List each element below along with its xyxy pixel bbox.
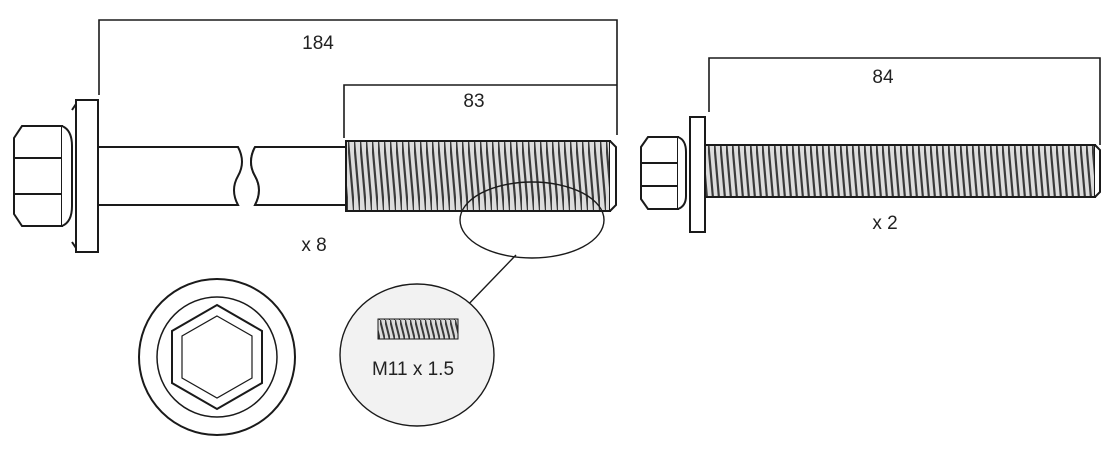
short-bolt-hex-head — [640, 136, 679, 210]
long-bolt-shank — [97, 146, 243, 206]
thread-zoom-ellipse — [459, 181, 605, 259]
short-bolt-quantity: x 2 — [872, 213, 897, 234]
long-bolt — [13, 99, 617, 253]
dimension-short-bolt-length — [708, 57, 1101, 145]
thread-spec-label: M11 x 1.5 — [372, 359, 454, 380]
short-bolt — [640, 116, 1101, 233]
long-bolt-thread — [345, 140, 611, 212]
short-bolt-thread — [704, 144, 1096, 198]
long-bolt-hex-head — [13, 125, 63, 227]
leader-line — [461, 254, 517, 312]
dimension-label-overall: 184 — [302, 33, 334, 54]
bolt-head-end-view — [138, 278, 296, 436]
long-bolt-flange — [75, 99, 99, 253]
short-bolt-flange — [689, 116, 706, 233]
thread-detail-circle — [339, 283, 495, 427]
thread-sample — [377, 318, 459, 340]
dimension-thread-length — [343, 84, 617, 138]
dimension-label-short: 84 — [872, 67, 894, 88]
hex-outline — [171, 303, 263, 411]
long-bolt-quantity: x 8 — [301, 235, 326, 256]
thread-detail-callout — [459, 181, 605, 312]
dimension-overall-length — [98, 19, 618, 135]
dimension-label-thread: 83 — [463, 91, 484, 112]
